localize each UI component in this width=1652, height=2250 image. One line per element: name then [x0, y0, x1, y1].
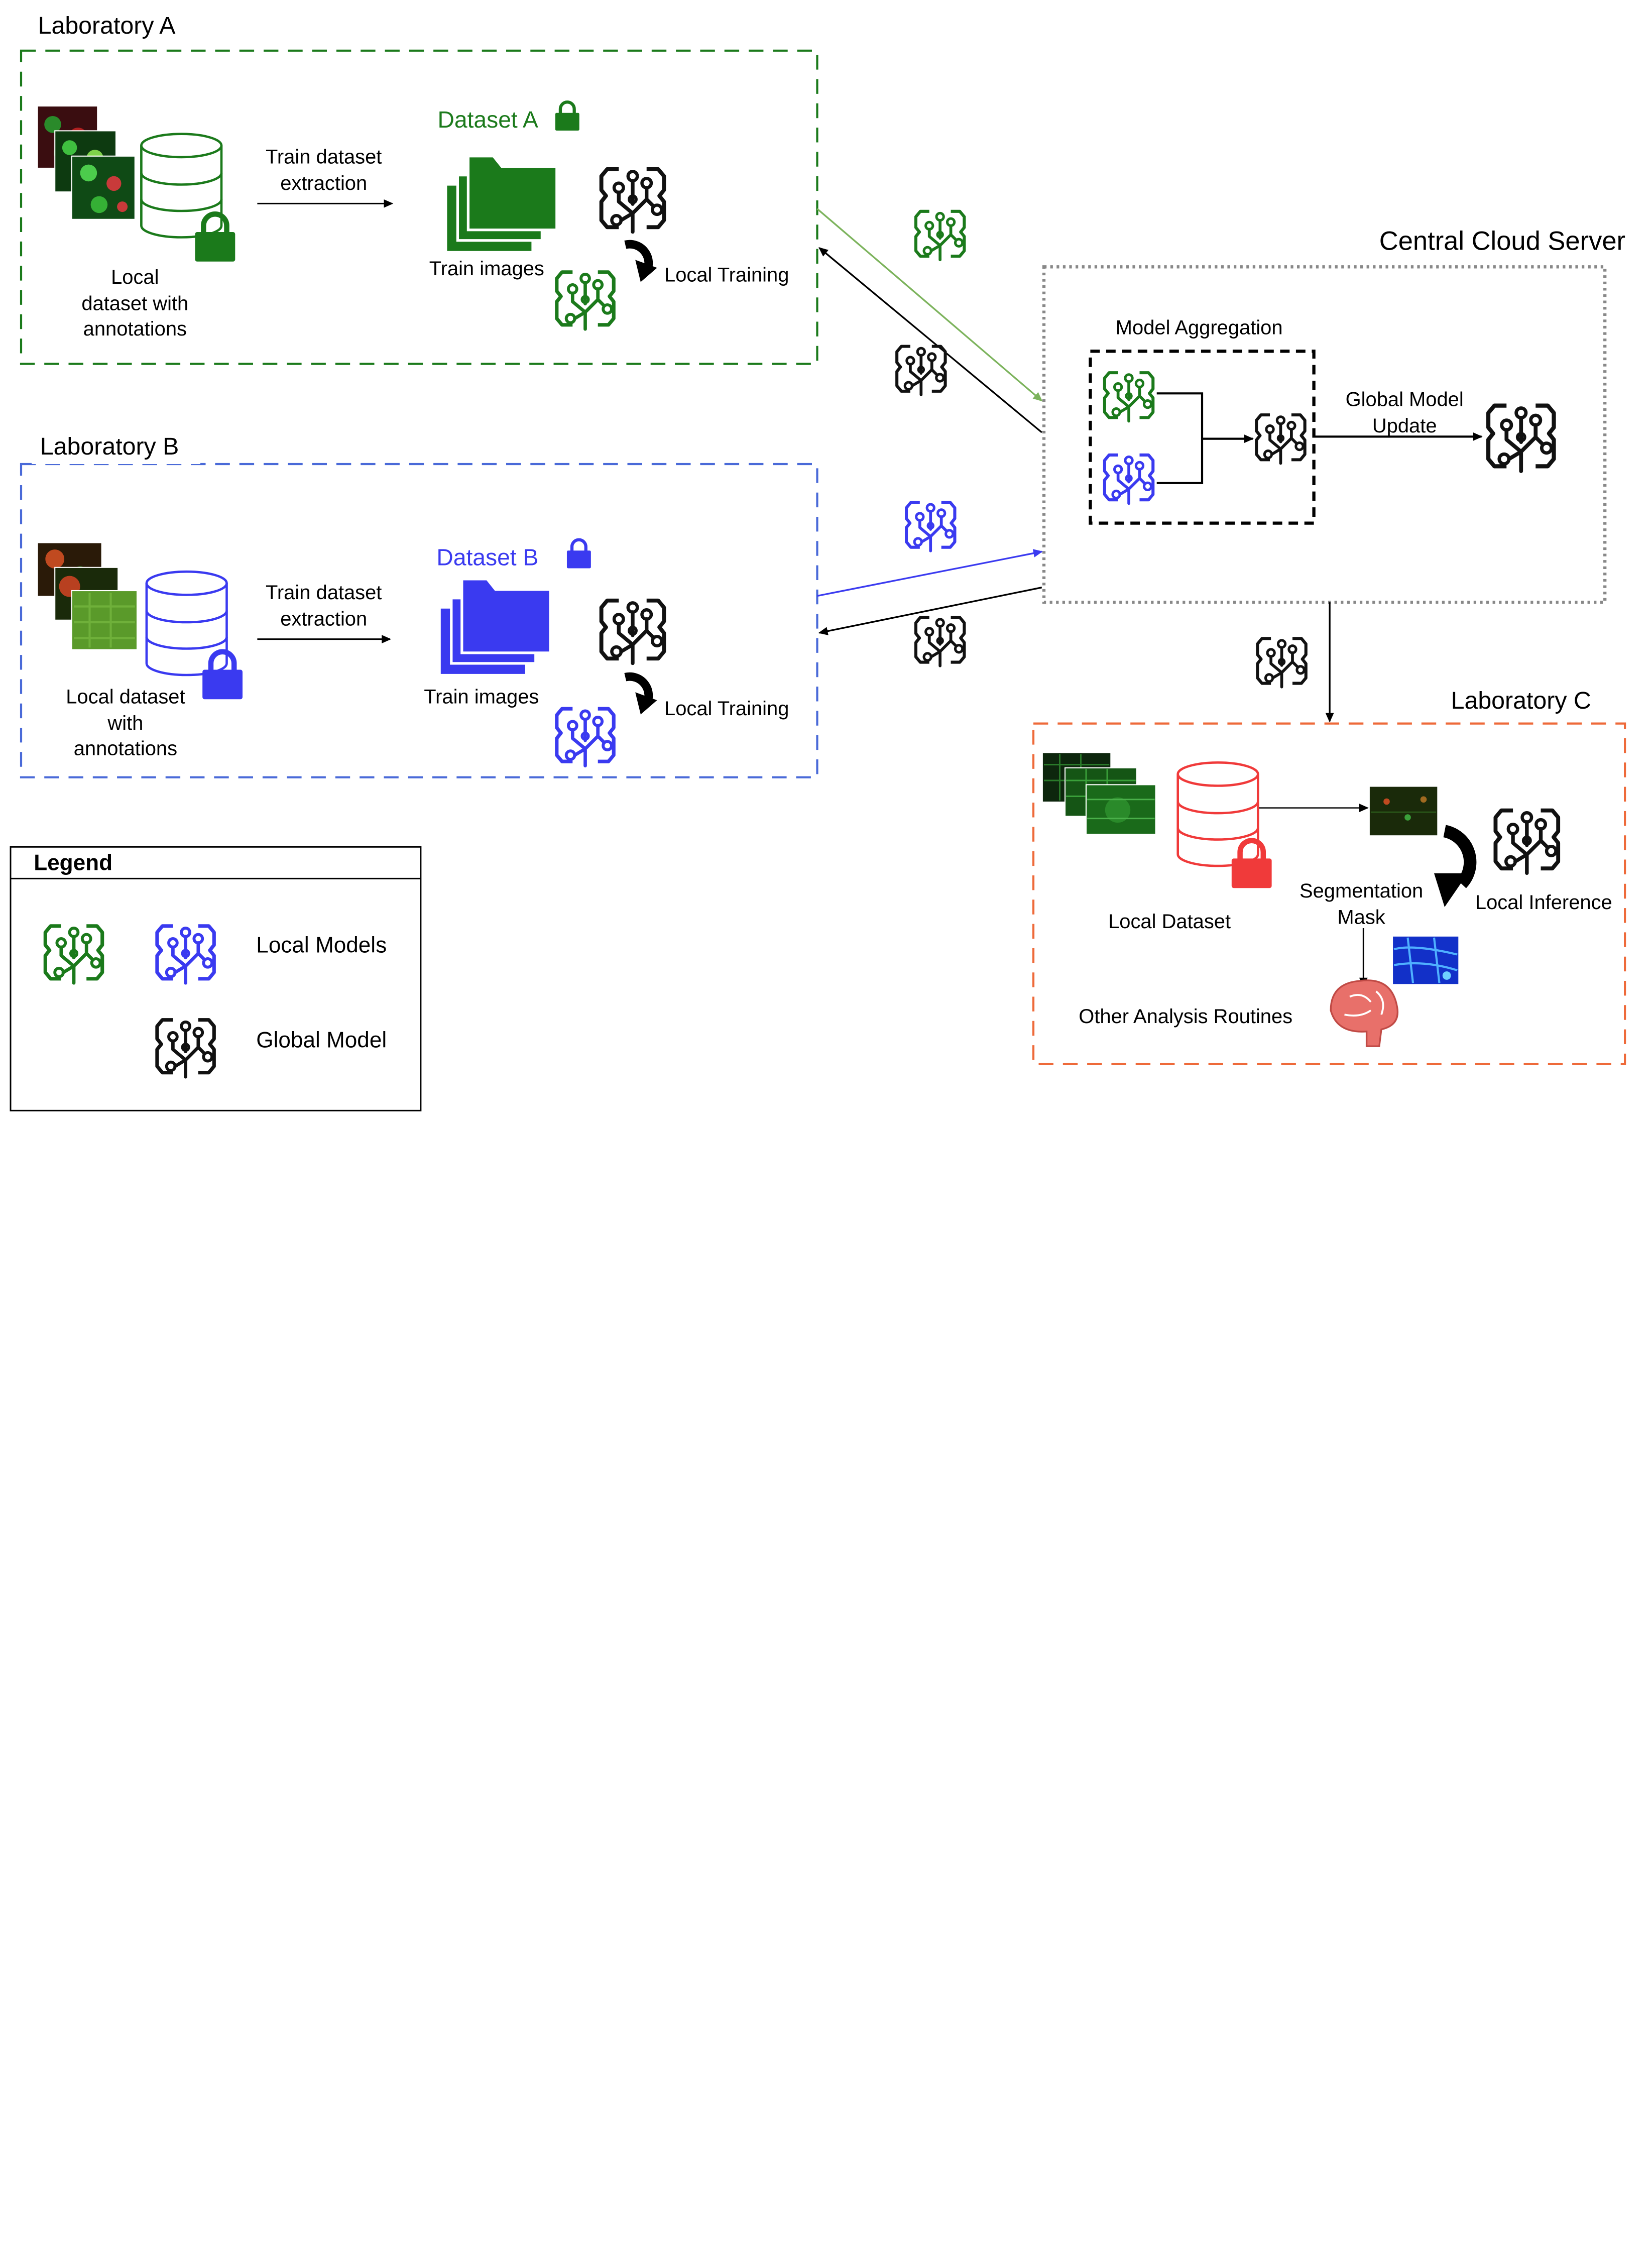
lab-b-extract-label: Train dataset extraction [250, 581, 398, 633]
lab-a-local-training: Local Training [664, 265, 789, 287]
lab-a-training-arrow-icon [625, 244, 657, 286]
lab-b-database-icon [147, 572, 227, 675]
download-arrow-a [818, 247, 1042, 433]
lab-b-folder-icon [441, 579, 550, 674]
lab-c-title: Laboratory C [1451, 687, 1591, 714]
analysis-label: Other Analysis Routines [1079, 1006, 1293, 1029]
lab-a-local-model-icon [557, 272, 614, 329]
aggregation-label: Model Aggregation [1115, 317, 1283, 340]
segmentation-mask-line-2: Mask [1337, 906, 1385, 929]
lab-b-region [20, 463, 818, 778]
lab-a-dataset-label: Local dataset with annotations [61, 266, 209, 343]
inference-global-model-icon [1495, 811, 1558, 873]
lab-b-dataset-lock-icon [567, 540, 591, 569]
legend-box [10, 846, 422, 1111]
segmentation-mask-image [1393, 936, 1459, 984]
upload-arrow-a [816, 208, 1043, 402]
legend-title: Legend [34, 851, 113, 875]
lab-a-region [20, 49, 818, 365]
lab-b-lock-icon [202, 652, 243, 700]
brain-icon [1330, 979, 1399, 1047]
transit-global-model-c-icon [1257, 638, 1306, 687]
lab-b-title: Laboratory B [40, 432, 179, 460]
lab-b-global-model-icon [602, 601, 664, 663]
lab-c-lock-icon [1232, 841, 1272, 888]
lab-a-folder-icon [447, 156, 556, 251]
segmentation-mask-line-1: Segmentation [1299, 880, 1424, 903]
local-inference-label: Local Inference [1475, 892, 1612, 915]
lab-b-dataset-line-2: with [107, 712, 144, 735]
global-update-line-2: Update [1372, 415, 1437, 437]
lab-b-title-bg [31, 430, 200, 464]
lab-b-dataset-label: Local dataset with annotations [52, 686, 199, 763]
global-update-label: Global Model Update [1331, 388, 1478, 440]
lab-b-dataset-line-3: annotations [73, 738, 178, 761]
lab-a-database-icon [141, 134, 221, 238]
download-arrow-b [818, 587, 1042, 635]
transit-local-model-b-icon [906, 502, 955, 550]
lab-a-extract-label: Train dataset extraction [250, 146, 398, 197]
upload-arrow-b [817, 549, 1043, 597]
legend-local-model-green-icon [45, 926, 102, 983]
lab-c-dataset-label: Local Dataset [1108, 911, 1231, 934]
global-update-line-1: Global Model [1345, 389, 1464, 411]
diagram-canvas [10, 11, 1626, 1111]
lab-b-dataset-line-1: Local dataset [66, 687, 185, 709]
lab-a-dataset-lock-icon [555, 102, 579, 131]
lab-a-train-images: Train images [429, 258, 544, 281]
lab-c-database-icon [1178, 762, 1258, 866]
transit-local-model-a-icon [916, 211, 964, 260]
lab-c-region [1032, 722, 1626, 1065]
aggregated-model-icon [1256, 415, 1305, 463]
server-title: Central Cloud Server [1379, 227, 1626, 257]
lab-a-extract-line-1: Train dataset [266, 146, 382, 169]
lab-b-images [38, 543, 138, 650]
lab-c-images [1042, 753, 1156, 835]
lab-a-images [38, 106, 136, 220]
aggregation-model-a-icon [1105, 373, 1153, 421]
server-region [1042, 265, 1607, 604]
aggregation-model-b-icon [1105, 455, 1153, 503]
inference-arrowhead [1434, 873, 1468, 907]
lab-a-dataset-line-1: Local [111, 267, 159, 289]
lab-b-train-images: Train images [424, 687, 539, 709]
lab-b-local-model-icon [557, 709, 614, 765]
lab-b-dataset-name: Dataset B [436, 544, 539, 571]
lab-a-title: Laboratory A [38, 12, 176, 39]
legend-global-model-icon [157, 1020, 214, 1077]
lab-a-dataset-line-2: dataset with [81, 292, 189, 315]
lab-a-title-bg [31, 11, 200, 45]
updated-global-model-icon [1488, 406, 1554, 471]
lab-a-global-model-icon [602, 169, 664, 232]
lab-b-training-arrow-icon [625, 677, 657, 718]
lab-a-extract-line-2: extraction [280, 172, 368, 195]
legend-global-model: Global Model [256, 1028, 387, 1053]
aggregation-bracket [1156, 392, 1204, 484]
inference-input-image [1369, 786, 1438, 836]
segmentation-mask-label: Segmentation Mask [1287, 879, 1435, 931]
lab-a-dataset-line-3: annotations [83, 318, 187, 341]
legend-local-model-blue-icon [157, 926, 214, 983]
lab-a-lock-icon [195, 214, 235, 262]
inference-curved-arrow-icon [1443, 825, 1477, 888]
lab-b-extract-line-2: extraction [280, 608, 368, 630]
transit-global-model-b-icon [916, 617, 964, 665]
transit-global-model-a-icon [897, 347, 945, 395]
lab-b-local-training: Local Training [664, 698, 789, 721]
lab-a-dataset-name: Dataset A [437, 106, 538, 133]
legend-local-models: Local Models [256, 933, 387, 958]
lab-b-extract-line-1: Train dataset [266, 582, 382, 605]
